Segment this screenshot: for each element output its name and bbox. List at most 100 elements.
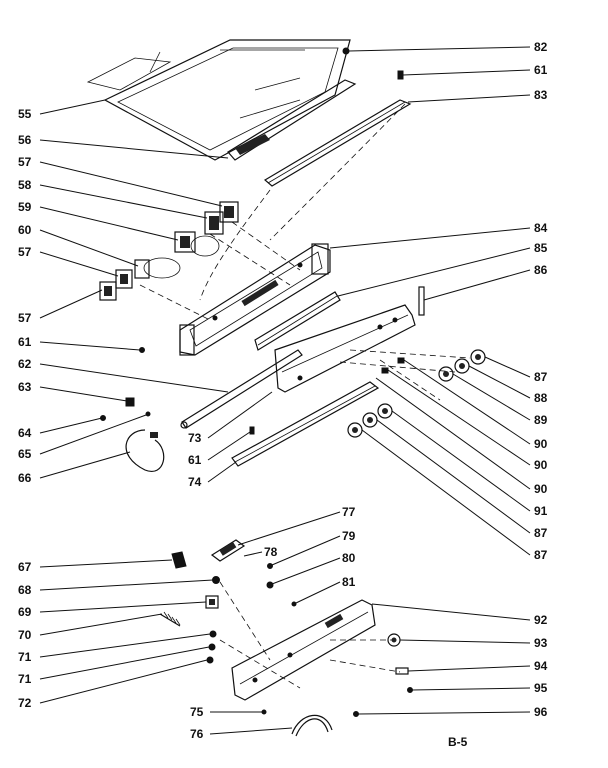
- callout-79: 79: [342, 529, 356, 543]
- callout-60: 60: [18, 223, 32, 237]
- cover-trim-strip: [227, 79, 357, 161]
- part-63: [125, 397, 135, 407]
- bracket-85: [254, 291, 341, 351]
- callout-71-b: 71: [18, 672, 32, 686]
- callout-65: 65: [18, 447, 32, 461]
- callout-87-a: 87: [534, 370, 548, 384]
- spring-70: [159, 611, 181, 627]
- knob-87-b: [347, 422, 363, 438]
- callout-92: 92: [534, 613, 548, 627]
- callout-61-b: 61: [188, 453, 202, 467]
- callout-88: 88: [534, 391, 548, 405]
- callout-69: 69: [18, 605, 32, 619]
- callout-63: 63: [18, 380, 32, 394]
- glass-cover-panel: [86, 39, 351, 161]
- wire-76: [291, 714, 333, 737]
- callout-75: 75: [190, 705, 204, 719]
- connector-77: [210, 539, 246, 562]
- callout-90-b: 90: [534, 458, 548, 472]
- bracket-74: [231, 381, 380, 467]
- knob-93: [387, 633, 401, 647]
- callout-55: 55: [18, 107, 32, 121]
- sheet-label: B-5: [448, 735, 468, 749]
- nut-80: [266, 581, 274, 589]
- callout-71-a: 71: [18, 650, 32, 664]
- screw-82: [342, 47, 350, 55]
- callout-62: 62: [18, 357, 32, 371]
- callout-59: 59: [18, 200, 32, 214]
- lower-panel-92: [231, 599, 376, 701]
- callout-66: 66: [18, 471, 32, 485]
- washer-71-a: [209, 630, 217, 638]
- screw-79: [267, 563, 273, 569]
- callout-84: 84: [534, 221, 548, 235]
- callout-78: 78: [264, 545, 278, 559]
- trim-bar-83: [263, 99, 412, 187]
- switch-57-lower: [99, 281, 117, 301]
- callout-72: 72: [18, 696, 32, 710]
- wire-66: [125, 429, 165, 472]
- callout-57-c: 57: [18, 311, 32, 325]
- screw-65: [145, 411, 151, 417]
- switch-57-middle: [115, 269, 133, 289]
- callout-61-c: 61: [534, 63, 548, 77]
- callout-68: 68: [18, 583, 32, 597]
- callout-90-c: 90: [534, 482, 548, 496]
- callout-87-c: 87: [534, 548, 548, 562]
- callout-89: 89: [534, 413, 548, 427]
- screw-96: [353, 711, 359, 717]
- callout-95: 95: [534, 681, 548, 695]
- callout-90-a: 90: [534, 437, 548, 451]
- knob-87-stack: [438, 366, 454, 382]
- washer-71-b: [208, 643, 216, 651]
- screw-61-top: [397, 70, 404, 80]
- knob-87-a: [362, 412, 378, 428]
- callout-83: 83: [534, 88, 548, 102]
- rod-86: [418, 286, 425, 316]
- knob-91: [377, 403, 393, 419]
- clip-67: [171, 551, 187, 569]
- screw-61-left: [139, 347, 145, 353]
- callout-76: 76: [190, 727, 204, 741]
- chassis-plate: [274, 304, 416, 393]
- callout-61-a: 61: [18, 335, 32, 349]
- callout-64: 64: [18, 426, 32, 440]
- callout-81: 81: [342, 575, 356, 589]
- knob-87-right: [470, 349, 486, 365]
- nut-72: [206, 656, 214, 664]
- callout-57-b: 57: [18, 245, 32, 259]
- pin-94: [395, 667, 409, 675]
- callout-67: 67: [18, 560, 32, 574]
- screw-61-mid: [249, 426, 255, 435]
- screw-95: [407, 687, 413, 693]
- callout-91: 91: [534, 504, 548, 518]
- callout-82: 82: [534, 40, 548, 54]
- clip-89: [397, 357, 405, 364]
- screw-75: [261, 709, 267, 715]
- callout-94: 94: [534, 659, 548, 673]
- nut-68: [212, 576, 220, 584]
- callout-77: 77: [342, 505, 356, 519]
- callout-80: 80: [342, 551, 356, 565]
- callout-87-b: 87: [534, 526, 548, 540]
- callout-74: 74: [188, 475, 202, 489]
- switch-69: [205, 595, 219, 609]
- callout-57-a: 57: [18, 155, 32, 169]
- screw-81: [291, 601, 297, 607]
- control-panel-84: [179, 243, 331, 356]
- lamp-holder-59: [174, 231, 220, 257]
- lamp-60: [134, 257, 181, 279]
- rod-73: [180, 349, 303, 429]
- callout-73: 73: [188, 431, 202, 445]
- callout-56: 56: [18, 133, 32, 147]
- clip-90: [381, 367, 389, 374]
- callout-85: 85: [534, 241, 548, 255]
- callout-93: 93: [534, 636, 548, 650]
- knob-88: [454, 358, 470, 374]
- callout-96: 96: [534, 705, 548, 719]
- callout-86: 86: [534, 263, 548, 277]
- callout-70: 70: [18, 628, 32, 642]
- callout-58: 58: [18, 178, 32, 192]
- switch-58: [204, 211, 224, 235]
